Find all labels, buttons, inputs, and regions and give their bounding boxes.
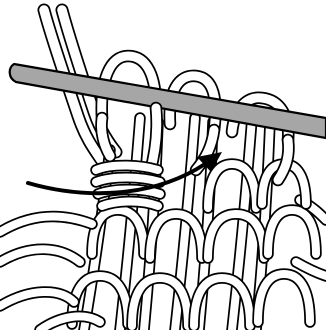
fabric-edge [0,292,74,306]
yarn-wrap-strand [102,202,158,207]
yarn-wrap-strand [96,178,160,183]
yarn-wrap-strand [96,166,158,171]
fabric-loop [258,274,310,322]
fabric-loop [268,210,316,254]
fabric-edge [0,216,92,232]
fabric-loop [150,214,202,258]
fabric-edge [0,249,80,262]
needle-loop-front [101,118,110,156]
